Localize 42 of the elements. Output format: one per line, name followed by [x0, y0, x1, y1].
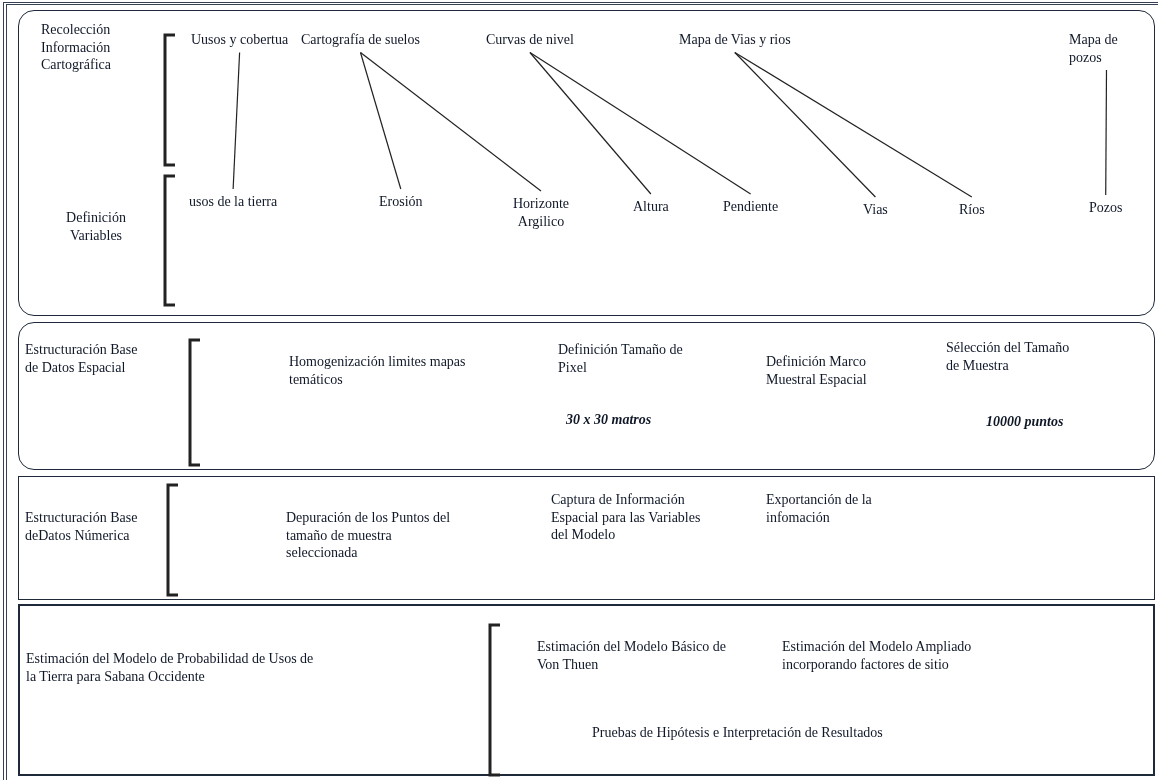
connector-line	[529, 51, 652, 195]
map-item: Uusos y cobertua	[191, 31, 289, 49]
connector-line	[529, 51, 752, 195]
step-text: Depuración de los Puntos del tamaño de muestra seleccionada	[286, 509, 452, 562]
step-text: 10000 puntos	[986, 413, 1065, 431]
step-text: Exportanción de la infomación	[766, 491, 873, 526]
step-text: Captura de Información Espacial para las Variables del Modelo	[551, 491, 702, 544]
section-heading: Recolección Información Cartográfica	[41, 21, 112, 74]
map-item: usos de la tierra	[189, 193, 278, 211]
section-heading: Estructuración Base deDatos Númerica	[25, 509, 139, 544]
step-text: 30 x 30 matros	[566, 411, 653, 429]
step-text: Definición Marco Muestral Espacial	[766, 353, 868, 388]
step-text: Estimación del Modelo Ampliado incorporando factores de sitio	[782, 638, 973, 673]
map-item: Erosión	[379, 193, 423, 211]
connector-line	[734, 51, 876, 198]
connector-line	[359, 51, 542, 192]
step-text: Homogenización limites mapas temáticos	[289, 353, 467, 388]
section-heading: Estimación del Modelo de Probabilidad de Usos de la Tierra para Sabana Occidente	[26, 650, 315, 685]
map-item: Ríos	[959, 201, 985, 219]
map-item: Cartografía de suelos	[301, 31, 420, 49]
section-heading: Estructuración Base de Datos Espacial	[25, 341, 139, 376]
section-panel	[18, 604, 1155, 776]
section-panel	[18, 476, 1155, 600]
map-item: Pozos	[1089, 199, 1123, 217]
step-text: Definición Variables	[65, 209, 127, 244]
map-item: Curvas de nivel	[486, 31, 574, 49]
connector-line	[359, 51, 402, 190]
connector-line	[232, 51, 241, 190]
connector-line	[1105, 69, 1108, 196]
section-panel	[18, 322, 1155, 470]
step-text: Sélección del Tamaño de Muestra	[946, 339, 1071, 374]
map-item: Mapa de Vias y rios	[679, 31, 791, 49]
map-item: Horizonte Argilico	[501, 195, 581, 230]
map-item: Pendiente	[723, 198, 779, 216]
step-text: Definición Tamaño de Pixel	[558, 341, 683, 376]
section-panel	[18, 10, 1155, 316]
step-text: Estimación del Modelo Básico de Von Thuen	[537, 638, 727, 673]
map-item: Vias	[863, 201, 888, 219]
step-text: Pruebas de Hipótesis e Interpretación de Resultados	[592, 724, 884, 742]
map-item: Altura	[633, 198, 669, 216]
connector-line	[734, 51, 973, 198]
map-item: Mapa de pozos	[1069, 31, 1144, 66]
